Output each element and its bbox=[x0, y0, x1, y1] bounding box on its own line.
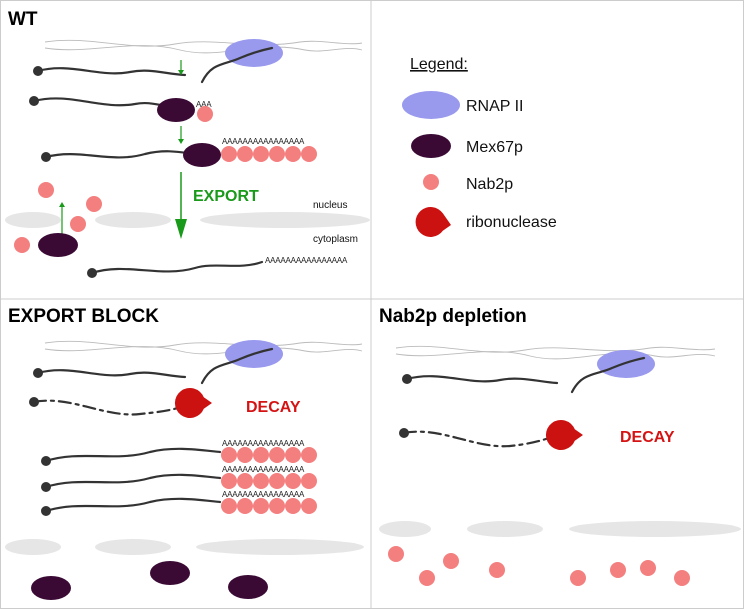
legend: Legend: RNAP II Mex67p Nab2p ribonucleas… bbox=[402, 56, 557, 237]
mrna-strand bbox=[44, 497, 222, 513]
dna-strands bbox=[395, 345, 716, 360]
ribonuclease-icon bbox=[415, 207, 451, 237]
mex67p-protein bbox=[38, 233, 78, 257]
decay-label: DECAY bbox=[246, 399, 301, 416]
nab2p-protein bbox=[610, 562, 626, 578]
mex67p-protein bbox=[150, 561, 190, 585]
nab2p-protein bbox=[388, 546, 404, 562]
decay-label: DECAY bbox=[620, 429, 675, 446]
dna-strands bbox=[44, 39, 363, 54]
nab2p-protein bbox=[570, 570, 586, 586]
polya-tail-label: AAAAAAAAAAAAAAAA bbox=[222, 490, 305, 499]
polya-tail-label: AAAAAAAAAAAAAAAA bbox=[222, 465, 305, 474]
polya-tail-label: AAA bbox=[196, 100, 212, 109]
mex67p-icon bbox=[411, 134, 451, 158]
nuclear-membrane bbox=[5, 212, 370, 228]
decaying-mrna-strand bbox=[32, 399, 192, 416]
export-label: EXPORT bbox=[193, 188, 259, 205]
legend-label-rnap-ii: RNAP II bbox=[466, 98, 524, 115]
ribonuclease-enzyme bbox=[545, 420, 583, 450]
polya-tail-label: AAAAAAAAAAAAAAAA bbox=[265, 256, 348, 265]
mrna-strand bbox=[405, 375, 559, 385]
legend-label-ribonuclease: ribonuclease bbox=[466, 214, 557, 231]
nab2p-protein bbox=[443, 553, 459, 569]
nuclear-membrane bbox=[379, 521, 741, 537]
nab2p-protein bbox=[86, 196, 102, 212]
nab2p-protein bbox=[489, 562, 505, 578]
mrna-strand bbox=[44, 150, 197, 159]
mrna-strand bbox=[32, 97, 177, 109]
nascent-rna-strand bbox=[570, 356, 646, 394]
mrna-strand bbox=[44, 447, 222, 463]
polya-tail-label: AAAAAAAAAAAAAAAA bbox=[222, 137, 305, 146]
mex67p-protein bbox=[157, 98, 195, 122]
mrna-strand bbox=[36, 369, 187, 379]
panel-wt: WT AAA AAAAAAAAAAAAAAAA bbox=[5, 9, 370, 278]
nab2p-protein bbox=[197, 106, 213, 122]
nab2p-cluster bbox=[221, 146, 317, 162]
nascent-rna-strand bbox=[200, 347, 274, 385]
panel-title-export-block: EXPORT BLOCK bbox=[8, 306, 159, 327]
legend-title: Legend: bbox=[410, 56, 468, 73]
panel-title-nab2p-depletion: Nab2p depletion bbox=[379, 306, 527, 327]
nab2p-cluster bbox=[221, 498, 317, 514]
mrna-strand bbox=[90, 260, 264, 275]
small-arrow bbox=[178, 126, 184, 144]
nab2p-protein bbox=[14, 237, 30, 253]
nascent-rna-strand bbox=[200, 46, 274, 84]
small-arrow bbox=[178, 60, 184, 75]
export-arrow bbox=[175, 172, 187, 239]
polya-tail-label: AAAAAAAAAAAAAAAA bbox=[222, 439, 305, 448]
legend-label-nab2p: Nab2p bbox=[466, 176, 513, 193]
ribonuclease-enzyme bbox=[174, 388, 212, 418]
mex67p-protein bbox=[31, 576, 71, 600]
mex67p-protein bbox=[183, 143, 221, 167]
rnap-ii-icon bbox=[597, 350, 655, 378]
mrna-strand bbox=[44, 473, 222, 489]
nab2p-protein bbox=[419, 570, 435, 586]
nab2p-protein bbox=[674, 570, 690, 586]
dna-strands bbox=[44, 340, 363, 355]
nucleus-label: nucleus bbox=[313, 200, 347, 211]
panel-title-wt: WT bbox=[8, 9, 38, 30]
nab2p-cluster bbox=[221, 473, 317, 489]
nab2p-icon bbox=[423, 174, 439, 190]
nab2p-cluster bbox=[221, 447, 317, 463]
rnap-ii-icon bbox=[402, 91, 460, 119]
panel-nab2p-depletion: Nab2p depletion DECAY bbox=[379, 306, 741, 586]
decaying-mrna-strand bbox=[402, 430, 562, 448]
nab2p-protein bbox=[38, 182, 54, 198]
cytoplasm-label: cytoplasm bbox=[313, 234, 358, 245]
mrna-strand bbox=[36, 67, 187, 77]
nuclear-membrane bbox=[5, 539, 364, 555]
panel-export-block: EXPORT BLOCK DECAY AAAAAAAAAAAAAAAA AAAA… bbox=[5, 306, 364, 600]
nab2p-protein bbox=[640, 560, 656, 576]
mex67p-protein bbox=[228, 575, 268, 599]
small-arrow bbox=[59, 202, 65, 235]
legend-label-mex67p: Mex67p bbox=[466, 139, 523, 156]
nab2p-protein bbox=[70, 216, 86, 232]
